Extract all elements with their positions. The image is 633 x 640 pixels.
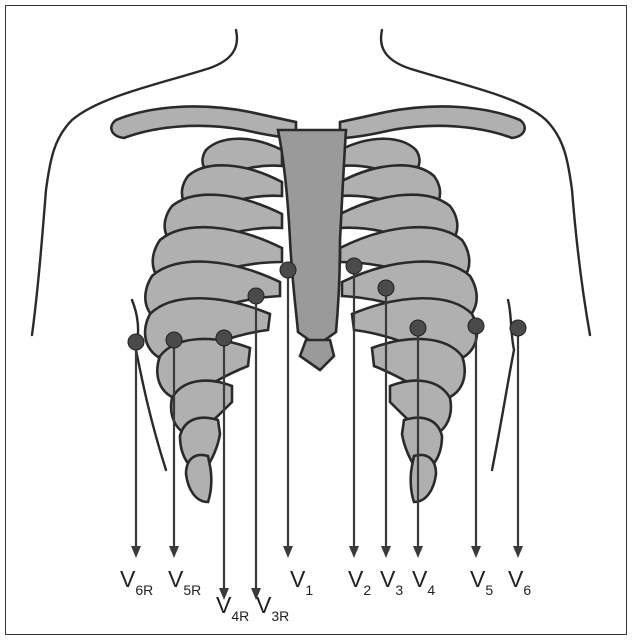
lead-v5: V5 — [468, 318, 493, 598]
electrode-dot — [378, 280, 394, 296]
electrode-dot — [248, 288, 264, 304]
electrode-dot — [166, 332, 182, 348]
arrowhead — [413, 546, 423, 558]
lead-label: V1 — [290, 566, 313, 598]
arrowhead — [513, 546, 523, 558]
lead-label: V4R — [216, 592, 249, 624]
arrowhead — [471, 546, 481, 558]
arrowhead — [381, 546, 391, 558]
lead-label: V6 — [508, 566, 531, 598]
electrode-dot — [346, 258, 362, 274]
right-ribs — [340, 139, 477, 502]
lead-label: V3 — [380, 566, 403, 598]
lead-v6r: V6R — [120, 334, 153, 598]
lead-label: V5R — [168, 566, 201, 598]
left-ribs — [145, 139, 282, 502]
lead-label: V6R — [120, 566, 153, 598]
electrode-dot — [128, 334, 144, 350]
electrode-dot — [468, 318, 484, 334]
arrowhead — [169, 546, 179, 558]
lead-label: V5 — [470, 566, 493, 598]
electrode-dot — [216, 330, 232, 346]
electrode-dot — [280, 262, 296, 278]
arrowhead — [283, 546, 293, 558]
electrode-dot — [510, 320, 526, 336]
electrode-dot — [410, 320, 426, 336]
lead-v3r: V3R — [248, 288, 289, 624]
lead-label: V2 — [348, 566, 371, 598]
lead-label: V4 — [412, 566, 435, 598]
lead-label: V3R — [256, 592, 289, 624]
arrowhead — [349, 546, 359, 558]
arrowhead — [131, 546, 141, 558]
